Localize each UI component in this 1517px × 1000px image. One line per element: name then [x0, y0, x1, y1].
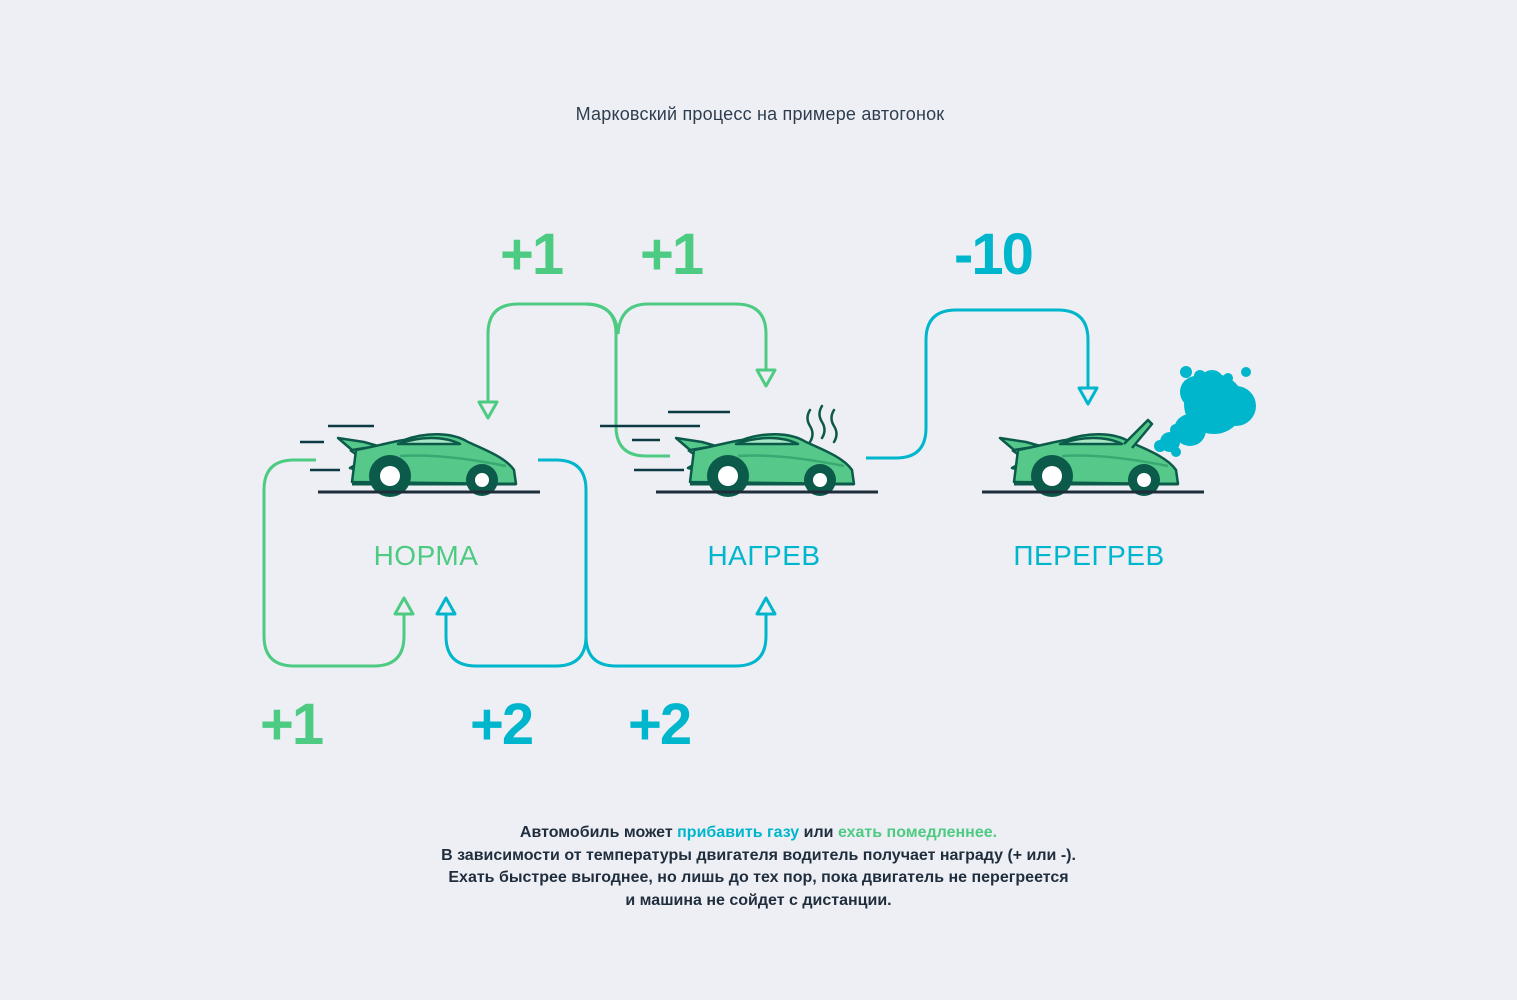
edge-norm-to-heat-fast-arc: [583, 302, 768, 370]
caption-line-2: В зависимости от температуры двигателя в…: [441, 846, 1076, 864]
state-label-overheat: ПЕРЕГРЕВ: [1013, 540, 1165, 571]
edge-norm-fast: [444, 458, 588, 668]
arrow-head-icon: [477, 400, 499, 420]
reward-norm-to-heat-fast: +1: [640, 222, 704, 287]
reward-heat-to-norm-slow: +1: [500, 222, 564, 287]
edge-heat-to-overheat-fast: [866, 308, 1090, 460]
arrow-head-icon: [755, 368, 777, 388]
open-hood: [1123, 418, 1154, 449]
edge-norm-to-norm-slow: [262, 458, 406, 668]
reward-heat-to-heat-slow: +2: [628, 692, 692, 757]
edge-heat-to-norm-slow: [486, 302, 670, 458]
state-label-norm: НОРМА: [373, 540, 479, 571]
reward-heat-to-overheat-fast: -10: [954, 222, 1034, 287]
diagram-title: Марковский процесс на примере автогонок: [575, 104, 945, 124]
arrow-head-icon: [755, 596, 777, 616]
caption: Автомобиль может прибавить газу или ехат…: [0, 822, 1517, 912]
heat-waves-icon: [806, 404, 838, 444]
car-icon: [998, 432, 1180, 499]
caption-line-4: и машина не сойдет с дистанции.: [625, 891, 892, 909]
caption-fast-action: прибавить газу: [677, 824, 800, 841]
smoke-cloud-icon: [1154, 366, 1256, 457]
arrow-head-icon: [435, 596, 457, 616]
caption-line-3: Ехать быстрее выгоднее, но лишь до тех п…: [448, 869, 1069, 886]
arrow-head-icon: [1077, 386, 1099, 406]
speed-lines-icon: [300, 424, 374, 472]
reward-norm-to-norm-fast: +2: [470, 692, 534, 757]
speed-lines-icon: [600, 410, 730, 472]
caption-slow-action: ехать помедленнее.: [837, 824, 998, 841]
state-label-heat: НАГРЕВ: [707, 540, 821, 571]
car-icon: [336, 432, 518, 499]
car-icon: [674, 432, 856, 499]
caption-line-1: Автомобиль может прибавить газу или ехат…: [519, 824, 998, 841]
arrow-head-icon: [393, 596, 415, 616]
edge-heat-slow: [584, 612, 768, 668]
reward-norm-to-norm-slow: +1: [260, 692, 324, 757]
